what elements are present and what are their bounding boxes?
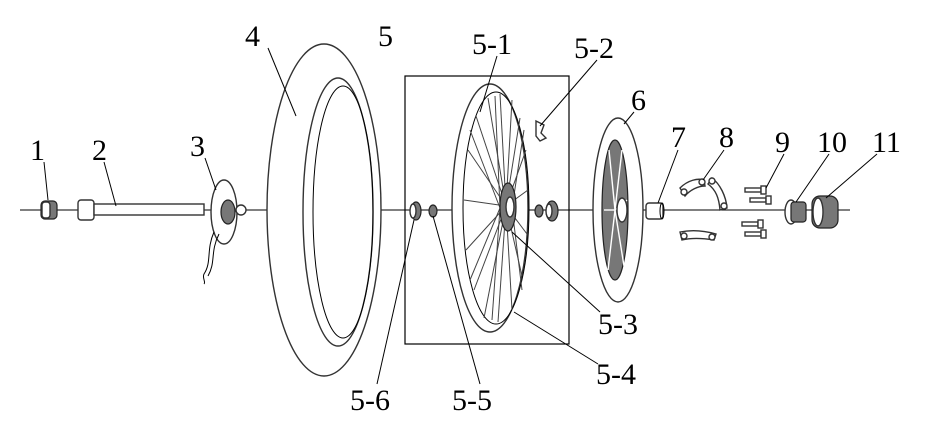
leader-lines <box>43 47 878 385</box>
label-6: 6 <box>631 84 646 117</box>
label-1: 1 <box>30 134 45 167</box>
brake-disc-part <box>592 117 644 303</box>
label-9: 9 <box>775 126 790 159</box>
axle-nut-part <box>40 200 58 220</box>
label-5-4: 5-4 <box>596 358 636 391</box>
label-5-2: 5-2 <box>574 32 614 65</box>
bearing-5-6-part <box>409 201 422 221</box>
tire-part <box>266 43 382 377</box>
spacer-bushing-part <box>645 202 665 220</box>
label-3: 3 <box>190 130 205 163</box>
bolts-part <box>741 185 772 239</box>
label-5-3: 5-3 <box>598 308 638 341</box>
label-2: 2 <box>92 134 107 167</box>
label-5-5: 5-5 <box>452 384 492 417</box>
wheel-assembly-box <box>404 75 570 345</box>
flange-nut-part <box>784 199 807 225</box>
label-8: 8 <box>719 121 734 154</box>
brackets-part <box>679 176 728 241</box>
label-5-1: 5-1 <box>472 28 512 61</box>
spacer-5-5-part <box>428 204 438 218</box>
end-cap-part <box>811 195 839 229</box>
bearing-pair-part <box>534 200 559 222</box>
label-7: 7 <box>671 121 686 154</box>
valve-5-2-part <box>535 119 548 142</box>
label-4: 4 <box>245 20 260 53</box>
motor-sensor-part <box>202 179 247 285</box>
label-11: 11 <box>872 126 901 159</box>
label-5: 5 <box>378 20 393 53</box>
rim-with-spokes-part <box>451 83 530 333</box>
label-10: 10 <box>817 126 847 159</box>
label-5-6: 5-6 <box>350 384 390 417</box>
axle-bolt-part <box>77 199 205 221</box>
